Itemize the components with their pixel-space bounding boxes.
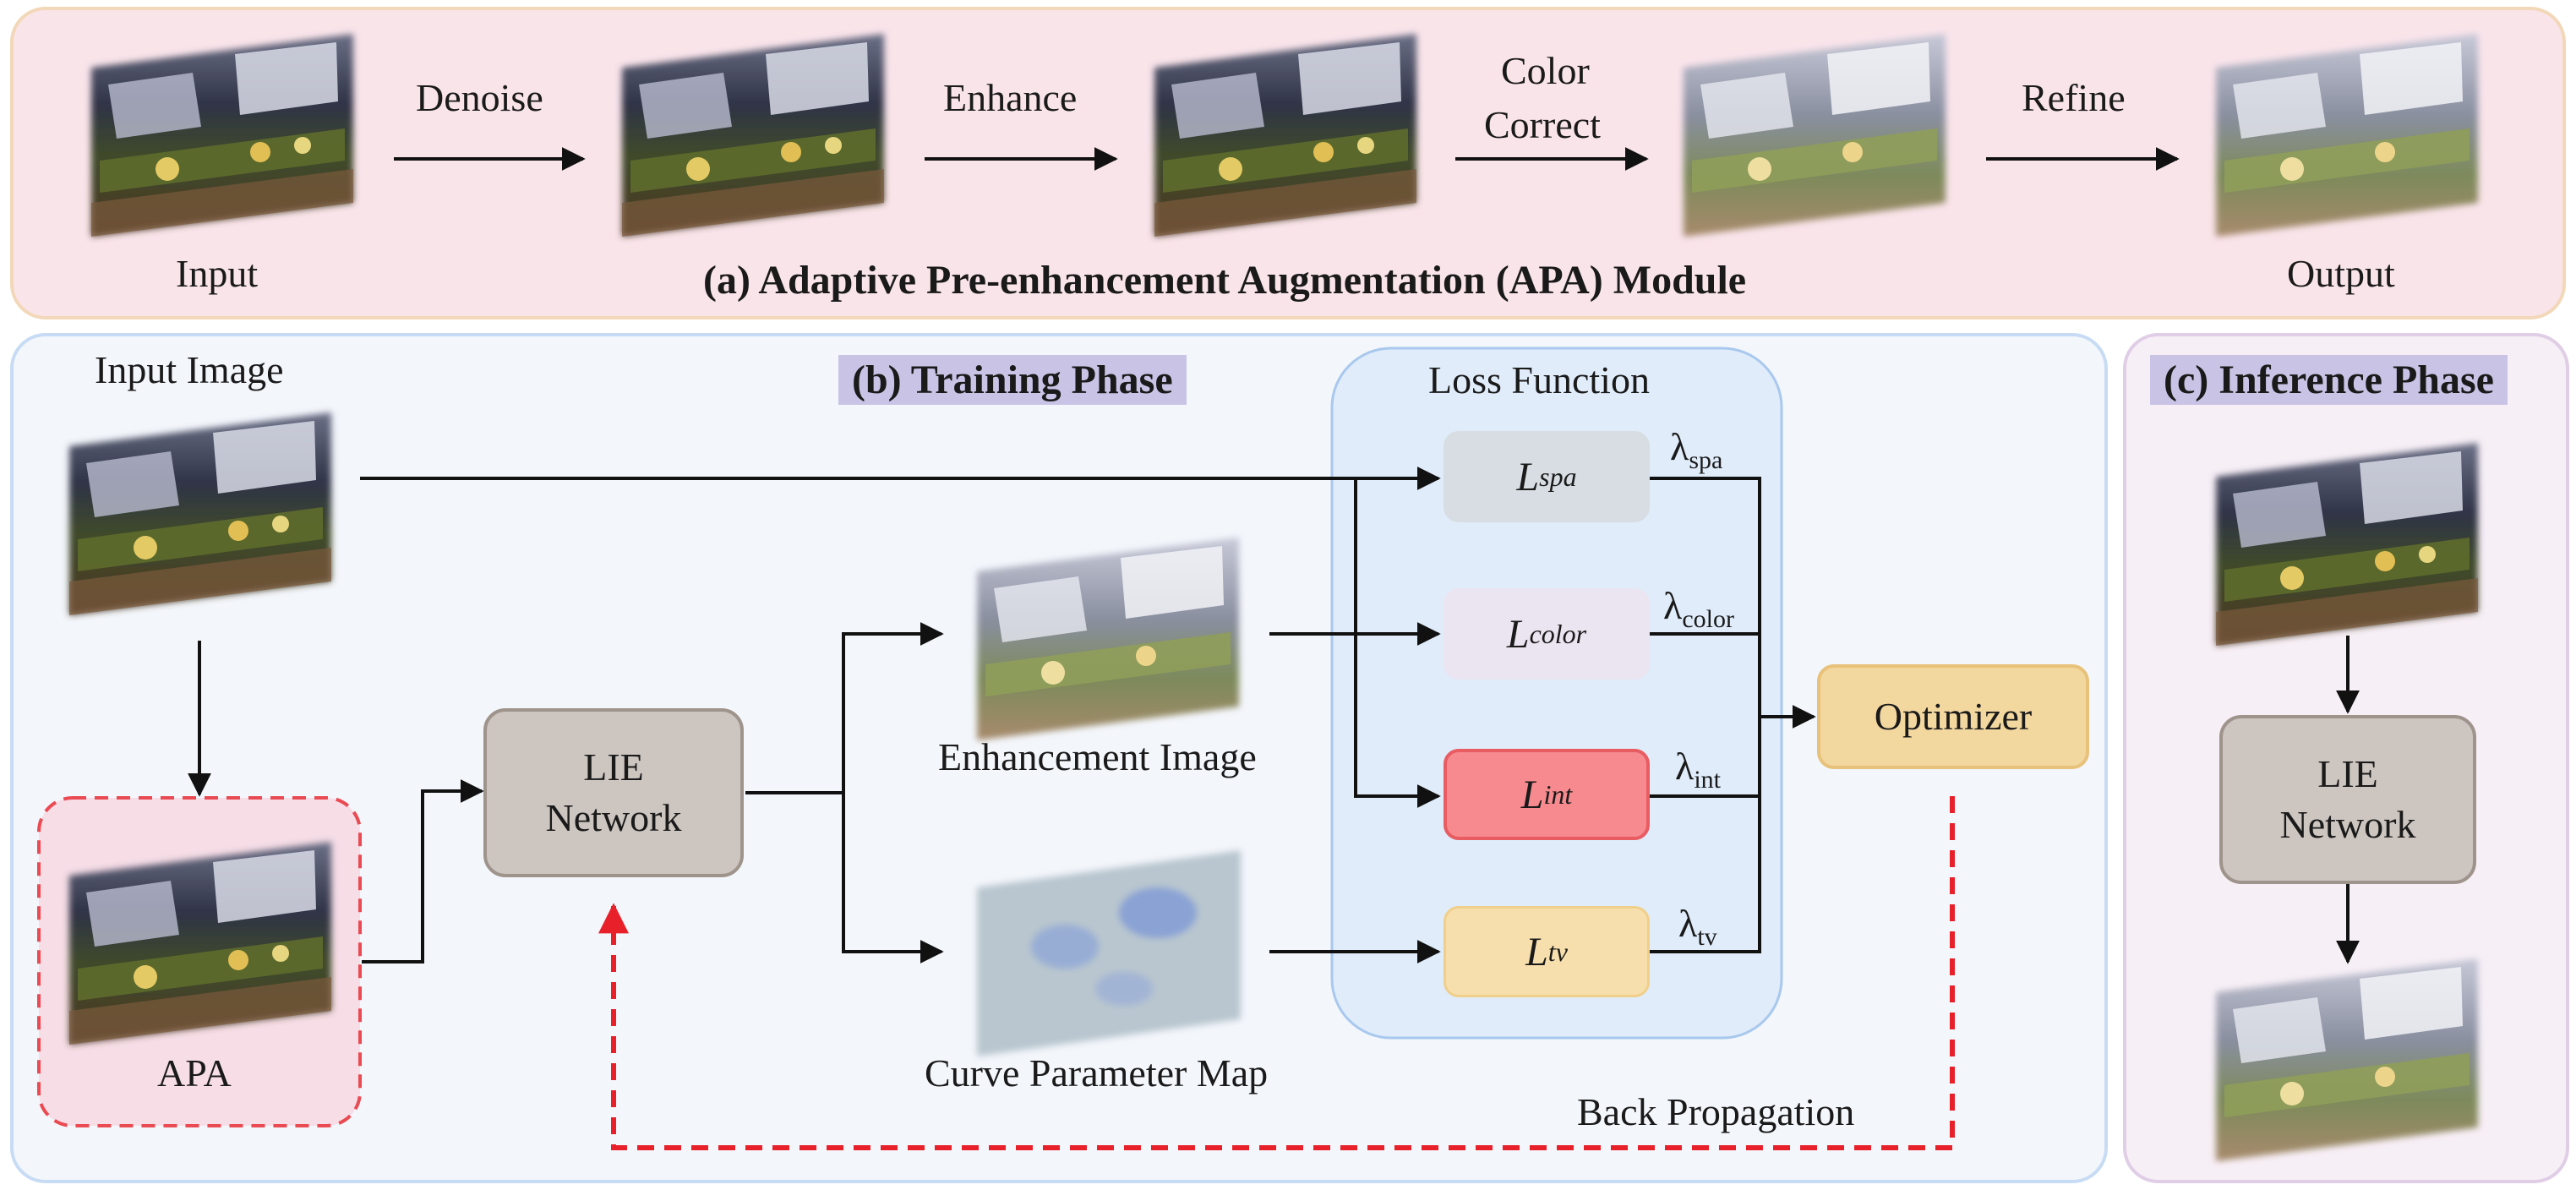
lambda-spa: λspa	[1670, 424, 1722, 475]
arrow-to-curve-map	[842, 793, 944, 963]
lambda-int: λint	[1675, 744, 1721, 794]
loss-color-main: L	[1506, 611, 1530, 657]
apa-box-label: APA	[157, 1051, 232, 1094]
lambda-color: λcolor	[1663, 583, 1734, 634]
lambda-int-sub: int	[1694, 766, 1721, 794]
step-enhance-label: Enhance	[943, 76, 1078, 119]
panel-b-title: (b) Training Phase	[838, 355, 1187, 405]
step-color-label: Color	[1501, 49, 1590, 92]
loss-function-region	[1330, 347, 1783, 1040]
loss-spa-sub: spa	[1539, 461, 1577, 492]
arrow-to-enhancement	[842, 622, 944, 793]
training-input-photo	[69, 412, 331, 615]
loss-function-title: Loss Function	[1428, 358, 1650, 401]
panel-c-title: (c) Inference Phase	[2150, 355, 2508, 405]
curve-parameter-map	[977, 850, 1241, 1056]
loss-int-sub: int	[1543, 778, 1573, 810]
panel-a-title: (a) Adaptive Pre-enhancement Augmentatio…	[703, 258, 1747, 303]
lambda-spa-sub: spa	[1689, 446, 1723, 475]
inference-lie-line2: Network	[2279, 803, 2416, 846]
lambda-int-symbol: λ	[1675, 745, 1695, 788]
back-propagation-label: Back Propagation	[1577, 1090, 1855, 1133]
loss-tv-sub: tv	[1547, 936, 1568, 967]
apa-output-photo	[2216, 34, 2478, 237]
enhancement-image-photo	[977, 538, 1239, 740]
optimizer-box: Optimizer	[1817, 664, 2089, 769]
lambda-tv: λtv	[1678, 901, 1717, 952]
loss-color-sub: color	[1529, 618, 1587, 649]
arrow-to-lint	[1354, 478, 1441, 808]
step-denoise-label: Denoise	[416, 76, 543, 119]
lambda-tv-sub: tv	[1697, 923, 1717, 952]
apa-output-photo-b	[69, 842, 331, 1045]
loss-spa-main: L	[1516, 454, 1540, 499]
lie-line2: Network	[545, 796, 682, 839]
input-image-label: Input Image	[95, 348, 284, 391]
apa-enhance-photo	[1154, 34, 1416, 237]
curve-parameter-map-label: Curve Parameter Map	[925, 1051, 1269, 1094]
inference-lie-line1: LIE	[2317, 752, 2378, 796]
lie-line1: LIE	[583, 745, 644, 789]
arrow-apa-to-lie	[362, 779, 484, 963]
apa-denoise-photo	[622, 34, 884, 237]
apa-input-label: Input	[176, 252, 259, 295]
apa-input-photo	[91, 34, 353, 237]
lambda-color-sub: color	[1682, 605, 1734, 634]
apa-color-photo	[1684, 34, 1946, 237]
step-refine-label: Refine	[2022, 76, 2126, 119]
apa-output-label: Output	[2287, 252, 2395, 295]
inference-lie-network-box: LIE Network	[2219, 715, 2476, 884]
inference-input-photo	[2216, 443, 2478, 646]
inference-output-photo	[2216, 958, 2478, 1161]
back-propagation-path	[598, 796, 1955, 1150]
loss-tv-main: L	[1525, 929, 1548, 974]
loss-int-main: L	[1520, 772, 1544, 817]
step-correct-label: Correct	[1484, 103, 1601, 146]
lambda-tv-symbol: λ	[1678, 902, 1698, 945]
enhancement-image-label: Enhancement Image	[938, 735, 1257, 778]
lambda-color-symbol: λ	[1663, 584, 1683, 627]
lambda-spa-symbol: λ	[1670, 425, 1689, 468]
lie-network-box: LIE Network	[483, 708, 744, 877]
